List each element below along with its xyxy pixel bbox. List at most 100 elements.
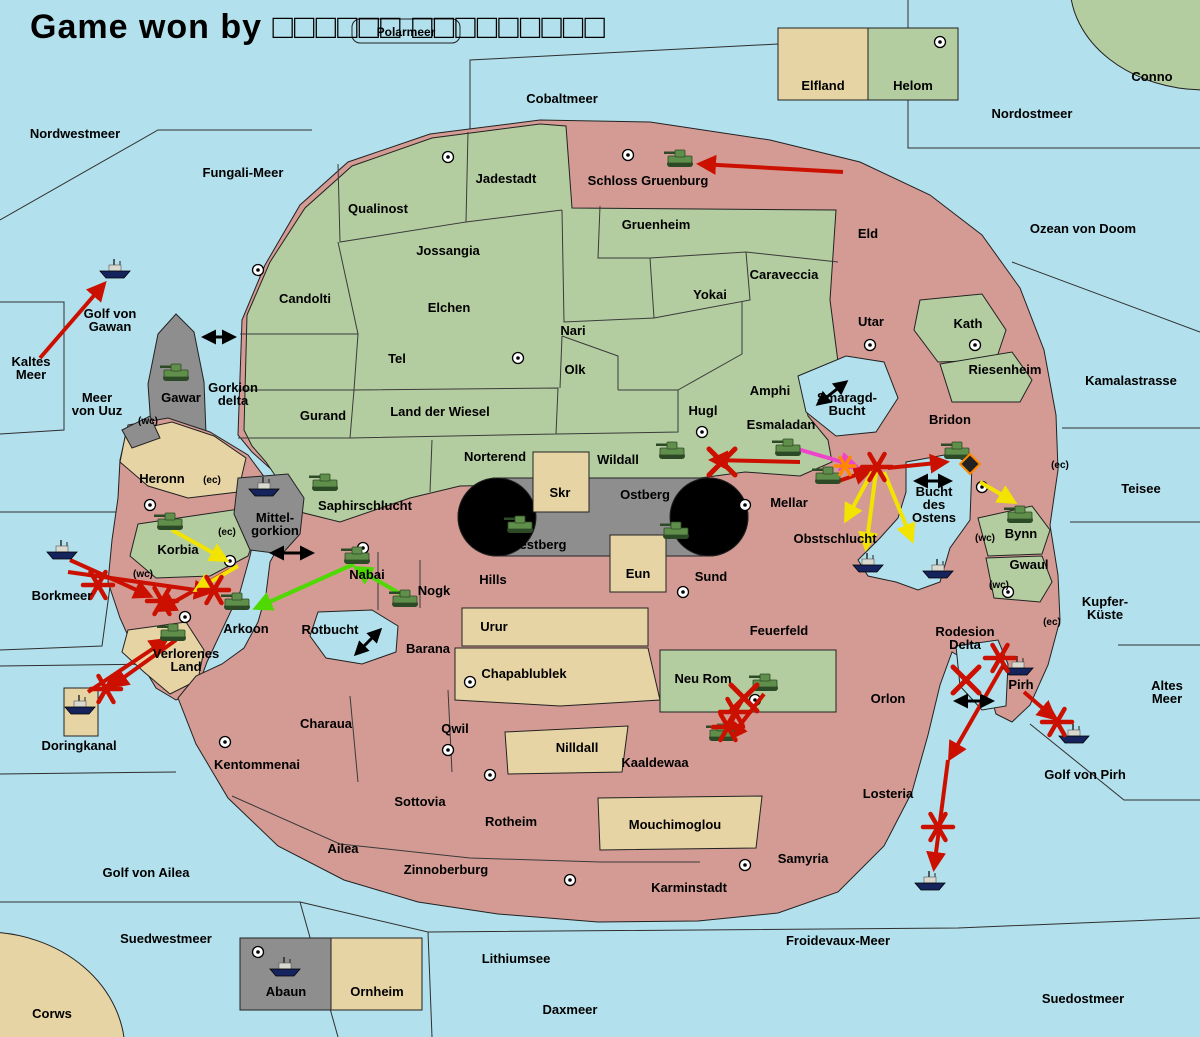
region-urur[interactable] [461, 607, 649, 647]
fleet-unit[interactable] [269, 957, 301, 977]
region-ostberg-cap-east[interactable] [669, 477, 749, 557]
province-label: Mouchimoglou [629, 817, 721, 832]
supply-center-dot [968, 338, 982, 352]
army-unit[interactable] [157, 623, 186, 641]
fleet-unit[interactable] [64, 695, 96, 715]
fleet-unit[interactable] [1058, 724, 1090, 744]
ship-hull [922, 570, 954, 579]
tank-barrel [154, 514, 165, 517]
fleet-unit[interactable] [99, 259, 131, 279]
army-unit[interactable] [154, 512, 183, 530]
province-label: Urur [480, 619, 507, 634]
province-label: Chapablublek [481, 666, 567, 681]
sea-border-line [0, 129, 312, 221]
ship-hull [46, 551, 78, 560]
province-label: Wildall [597, 452, 639, 467]
region-chapablublek[interactable] [454, 647, 661, 707]
supply-center-dot [738, 858, 752, 872]
supply-center-core [488, 773, 492, 777]
label-box [351, 18, 461, 44]
army-unit[interactable] [504, 515, 533, 533]
province-label: Arkoon [223, 621, 269, 636]
supply-center-core [468, 680, 472, 684]
army-unit[interactable] [341, 546, 370, 564]
province-label: Saphirschlucht [318, 498, 413, 513]
conflict-line [152, 585, 172, 617]
province-label: Elfland [801, 78, 844, 93]
province-label: Kaaldewaa [621, 755, 689, 770]
army-unit[interactable] [660, 521, 689, 539]
supply-center-core [1006, 590, 1010, 594]
supply-center-dot [676, 585, 690, 599]
region-nilldall[interactable] [504, 725, 629, 775]
fleet-unit[interactable] [914, 871, 946, 891]
fleet-unit[interactable] [248, 477, 280, 497]
province-border-line [465, 209, 563, 223]
province-label: Mellar [770, 495, 808, 510]
province-label: Nabai [349, 567, 384, 582]
region-north-greenlands[interactable] [243, 123, 839, 523]
province-label: Feuerfeld [750, 623, 809, 638]
sea-label: Teisee [1121, 481, 1161, 496]
province-label: Eun [626, 566, 651, 581]
strait-crossing-arrow [815, 380, 849, 406]
sea-label: Doringkanal [41, 738, 116, 753]
province-label: Candolti [279, 291, 331, 306]
fleet-unit[interactable] [922, 559, 954, 579]
sea-label: Lithiumsee [482, 951, 551, 966]
fleet-unit[interactable] [46, 540, 78, 560]
supply-center-dot [218, 735, 232, 749]
dislodge-diamond-marker [958, 452, 982, 476]
region-neu-rom[interactable] [659, 649, 837, 713]
region-riesenheim[interactable] [939, 351, 1033, 403]
supply-center-dot [933, 35, 947, 49]
province-label: Heronn [139, 471, 185, 486]
fleet-unit[interactable] [852, 553, 884, 573]
conflict-marker [88, 673, 124, 705]
region-mouchimoglou[interactable] [597, 795, 763, 851]
tank-turret [399, 589, 411, 598]
region-corws[interactable] [0, 932, 125, 1037]
army-unit[interactable] [749, 673, 778, 691]
province-label: Hugl [689, 403, 718, 418]
army-unit[interactable] [656, 441, 685, 459]
army-unit[interactable] [1004, 505, 1033, 523]
tank-barrel [749, 675, 760, 678]
tank-barrel [341, 548, 352, 551]
army-unit[interactable] [160, 363, 189, 381]
region-ostberg-cap-west[interactable] [457, 477, 537, 557]
region-conno[interactable] [1070, 0, 1200, 91]
ship-hull [248, 488, 280, 497]
coast-tag: (ec) [218, 527, 236, 538]
army-unit[interactable] [812, 466, 841, 484]
army-unit[interactable] [941, 441, 970, 459]
fleet-unit[interactable] [1002, 656, 1034, 676]
conflict-line [96, 673, 116, 705]
army-unit[interactable] [309, 473, 338, 491]
sea-label: Kamalastrasse [1085, 373, 1177, 388]
conflict-marker [920, 811, 956, 843]
army-unit[interactable] [664, 149, 693, 167]
region-heronn-west-coast[interactable] [121, 415, 161, 449]
province-border-line [349, 695, 359, 783]
tank-turret [782, 438, 794, 447]
army-unit[interactable] [772, 438, 801, 456]
region-skr[interactable] [532, 451, 590, 513]
tank-turret [351, 546, 363, 555]
tank-turret [666, 441, 678, 450]
army-unit[interactable] [389, 589, 418, 607]
region-legend-ornheim[interactable] [330, 937, 423, 1011]
province-label: Norterend [464, 449, 526, 464]
supply-center-dot [178, 610, 192, 624]
army-unit[interactable] [221, 592, 250, 610]
tank-barrel [157, 625, 168, 628]
ship-cabin [923, 876, 937, 884]
tank-turret [670, 521, 682, 530]
supply-center-dot [251, 263, 265, 277]
region-mittelgorkion[interactable] [233, 473, 305, 555]
order-arrow-yellow [192, 564, 239, 592]
conflict-marker [1039, 706, 1075, 738]
region-eun[interactable] [609, 534, 667, 593]
province-border-line [447, 689, 453, 773]
